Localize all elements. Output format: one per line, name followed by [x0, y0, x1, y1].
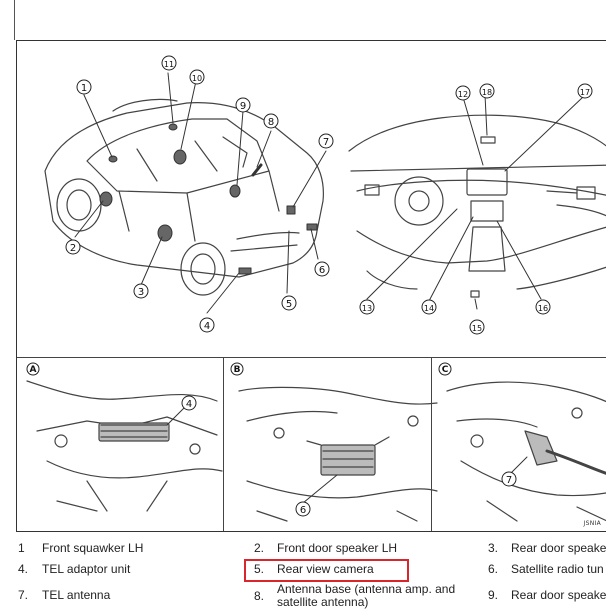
svg-text:7: 7	[506, 475, 512, 486]
panel-divider-horizontal	[17, 357, 606, 358]
legend: 1 Front squawker LH 2. Front door speake…	[18, 541, 606, 609]
svg-text:16: 16	[538, 304, 548, 313]
callout-15: 15	[469, 319, 485, 335]
svg-text:4: 4	[186, 399, 192, 410]
callout-14: 14	[421, 299, 437, 315]
svg-text:5: 5	[286, 299, 292, 310]
callout-2: 2	[65, 239, 81, 255]
detail-a-drawing	[26, 380, 223, 512]
callout-11: 11	[161, 55, 177, 71]
panel-divider-bc	[431, 357, 432, 531]
callout-10: 10	[189, 69, 205, 85]
callout-1: 1	[76, 79, 92, 95]
callout-18: 18	[479, 83, 495, 99]
svg-text:A: A	[30, 365, 37, 375]
svg-text:7: 7	[323, 137, 329, 148]
panel-label-b: B	[230, 362, 244, 376]
callout-9: 9	[235, 97, 251, 113]
callout-3: 3	[133, 283, 149, 299]
svg-text:3: 3	[138, 287, 144, 298]
callout-8: 8	[263, 113, 279, 129]
svg-text:B: B	[234, 365, 241, 375]
svg-text:6: 6	[300, 505, 306, 516]
callout-6-detail: 6	[295, 501, 311, 517]
diagram-illustration: 1 2 3 4 5 6 7 8 9 10 11 12 13 14 15 16 1…	[26, 55, 606, 522]
svg-text:10: 10	[192, 74, 202, 83]
svg-text:12: 12	[458, 90, 468, 99]
callout-16: 16	[535, 299, 551, 315]
vehicle-interior-drawing	[348, 114, 606, 298]
svg-text:8: 8	[268, 117, 274, 128]
svg-text:15: 15	[472, 324, 482, 333]
callout-4-detail: 4	[181, 395, 197, 411]
panel-label-c: C	[438, 362, 452, 376]
detail-c-drawing	[446, 381, 606, 522]
callout-7-detail: 7	[501, 471, 517, 487]
detail-b-drawing	[238, 386, 438, 522]
svg-text:17: 17	[580, 88, 590, 97]
callout-12: 12	[455, 85, 471, 101]
svg-text:4: 4	[204, 321, 210, 332]
svg-text:1: 1	[81, 83, 87, 94]
panel-divider-ab	[223, 357, 224, 531]
vehicle-exterior-drawing	[44, 98, 324, 296]
svg-text:13: 13	[362, 304, 372, 313]
left-edge-line	[14, 0, 15, 40]
highlight-box-rear-view-camera	[244, 559, 409, 582]
callout-17: 17	[577, 83, 593, 99]
svg-text:9: 9	[240, 101, 246, 112]
callout-4: 4	[199, 317, 215, 333]
svg-text:C: C	[442, 365, 449, 375]
svg-text:2: 2	[70, 243, 76, 254]
svg-text:11: 11	[164, 60, 174, 69]
svg-text:18: 18	[482, 88, 492, 97]
callout-5: 5	[281, 295, 297, 311]
svg-text:6: 6	[319, 265, 325, 276]
component-location-diagram: 1 2 3 4 5 6 7 8 9 10 11 12 13 14 15 16 1…	[16, 40, 606, 532]
diagram-code: JSNIA	[583, 520, 601, 527]
callout-7: 7	[318, 133, 334, 149]
svg-text:14: 14	[424, 304, 434, 313]
panel-label-a: A	[26, 362, 40, 376]
callout-13: 13	[359, 299, 375, 315]
callout-6: 6	[314, 261, 330, 277]
